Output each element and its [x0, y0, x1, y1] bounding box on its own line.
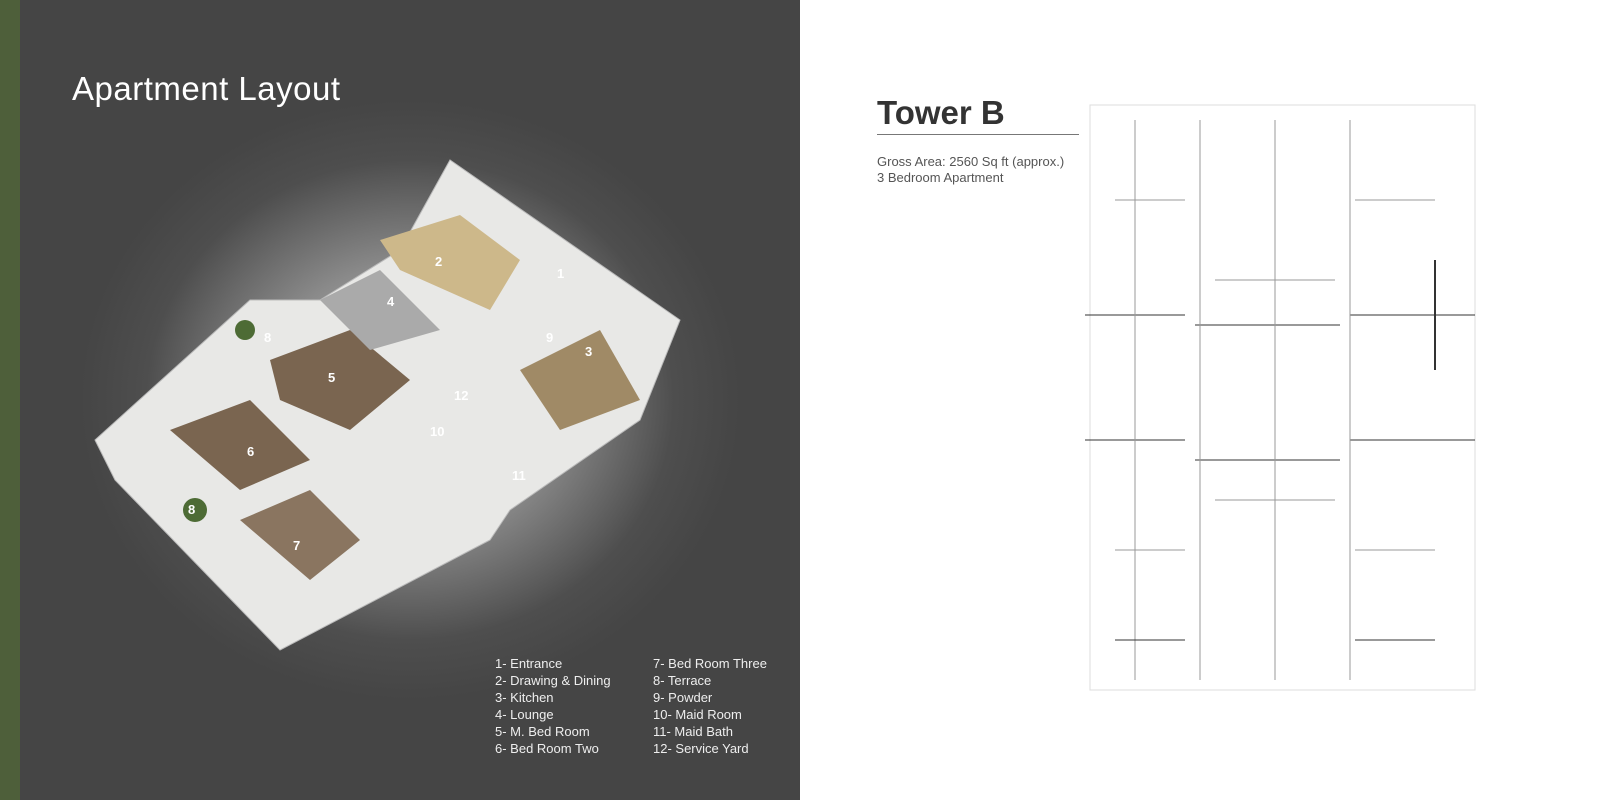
- legend-item: 3- Kitchen: [495, 690, 554, 705]
- tower-panel: Tower B Gross Area: 2560 Sq ft (approx.)…: [800, 0, 1600, 800]
- legend-item: 5- M. Bed Room: [495, 724, 590, 739]
- page-title: Apartment Layout: [72, 70, 341, 107]
- tower-info: Gross Area: 2560 Sq ft (approx.) 3 Bedro…: [877, 154, 1064, 186]
- room-number: 5: [328, 370, 335, 385]
- room-number: 11: [512, 468, 526, 483]
- legend-item: 8- Terrace: [653, 673, 712, 688]
- legend-item: 10- Maid Room: [653, 707, 742, 722]
- legend-item: 7- Bed Room Three: [653, 656, 767, 671]
- room-legend: 1- Entrance 7- Bed Room Three 2- Drawing…: [495, 656, 803, 756]
- room-number: 10: [430, 424, 444, 439]
- apartment-type: 3 Bedroom Apartment: [877, 170, 1004, 185]
- room-number: 8: [264, 330, 271, 345]
- room-number: 2: [435, 254, 442, 269]
- room-number: 1: [557, 266, 564, 281]
- accent-strip: [0, 0, 20, 800]
- floor-plan-drawing: [1085, 104, 1476, 691]
- apartment-layout-panel: Apartment Layout 1 2 3 4 5 6 7 8 8 9 10 …: [20, 0, 800, 800]
- room-number: 8: [188, 502, 195, 517]
- room-number: 6: [247, 444, 254, 459]
- legend-item: 11- Maid Bath: [653, 724, 733, 739]
- legend-item: 9- Powder: [653, 690, 713, 705]
- room-number: 7: [293, 538, 300, 553]
- legend-item: 4- Lounge: [495, 707, 554, 722]
- apartment-3d-render: 1 2 3 4 5 6 7 8 8 9 10 11 12: [94, 159, 681, 651]
- tower-title: Tower B: [877, 94, 1079, 135]
- gross-area: Gross Area: 2560 Sq ft (approx.): [877, 154, 1065, 169]
- room-number: 9: [546, 330, 553, 345]
- room-number: 4: [387, 294, 395, 309]
- room-number: 3: [585, 344, 592, 359]
- room-number: 12: [454, 388, 468, 403]
- legend-item: 2- Drawing & Dining: [495, 673, 611, 688]
- legend-item: 1- Entrance: [495, 656, 563, 671]
- legend-item: 6- Bed Room Two: [495, 741, 599, 756]
- legend-item: 12- Service Yard: [653, 741, 749, 756]
